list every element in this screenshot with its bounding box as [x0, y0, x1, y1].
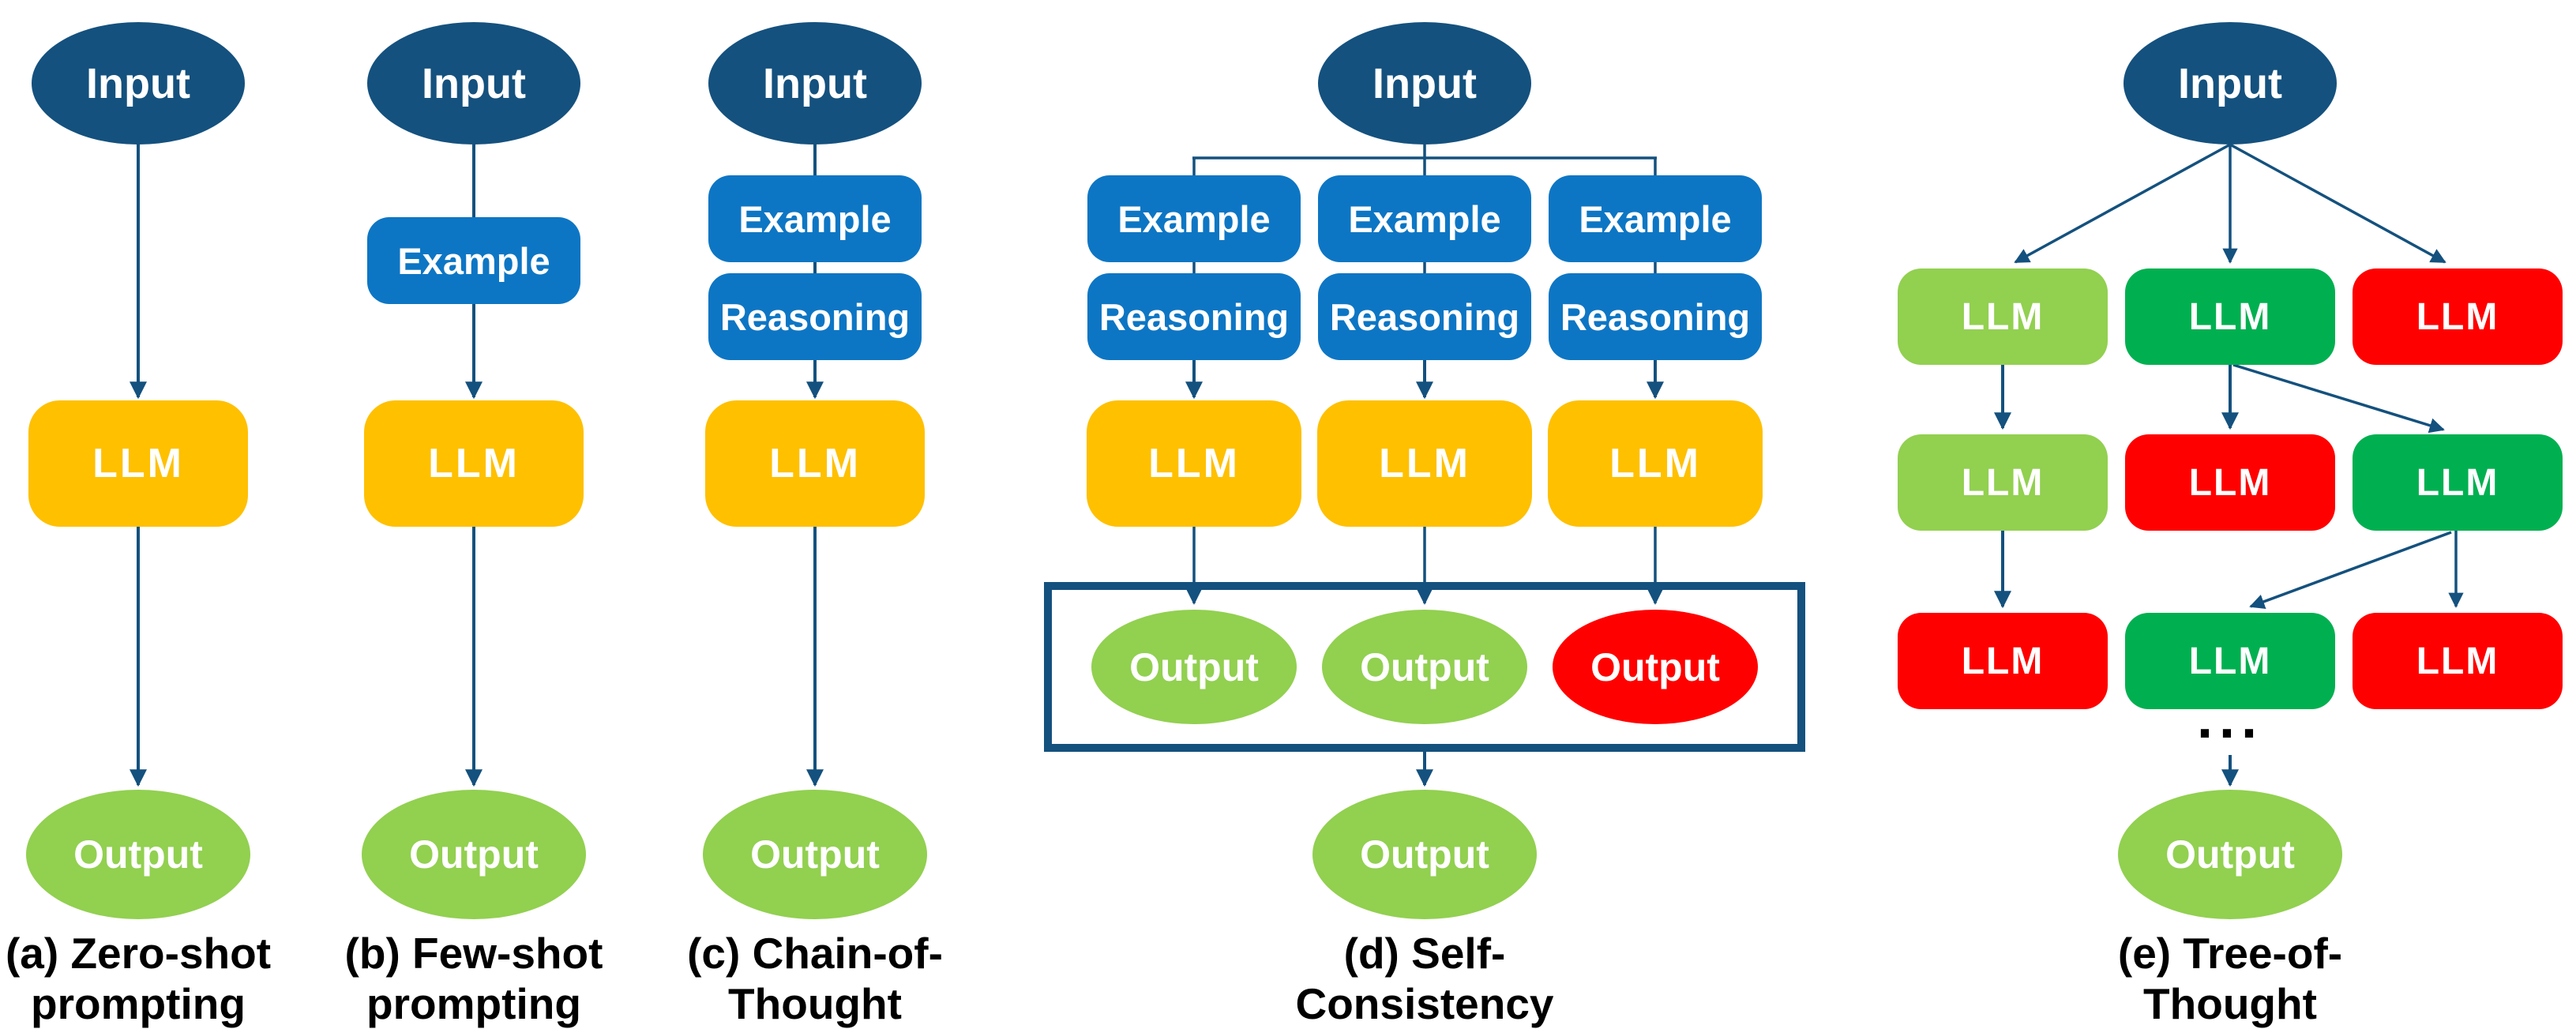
caption-b-line2: prompting: [366, 979, 581, 1028]
edge-e-r2c3-r3c2: [2249, 531, 2452, 610]
ellipsis-dots: ...: [2196, 687, 2263, 750]
llm-box-e-r1c3: LLM: [2353, 269, 2563, 365]
edge-e-r1c2-r2c3: [2232, 363, 2445, 434]
reasoning-box-d-1: Reasoning: [1087, 273, 1301, 360]
llm-box-e-r2c3: LLM: [2353, 434, 2563, 531]
caption-c-line1: (c) Chain-of-: [687, 929, 943, 978]
output-ellipse-d-3: Output: [1553, 610, 1758, 724]
example-box-d-1: Example: [1087, 175, 1301, 262]
input-ellipse-a: Input: [32, 22, 245, 145]
caption-e-line1: (e) Tree-of-: [2117, 929, 2343, 978]
llm-box-c: LLM: [705, 400, 925, 527]
output-ellipse-d-1: Output: [1091, 610, 1297, 724]
caption-c-line2: Thought: [728, 979, 902, 1028]
llm-box-d-3: LLM: [1548, 400, 1763, 527]
caption-b-line1: (b) Few-shot: [344, 929, 603, 978]
caption-c: (c) Chain-of- Thought: [625, 928, 1004, 1029]
edge-e-input-llm3: [2229, 143, 2446, 264]
reasoning-box-d-2: Reasoning: [1318, 273, 1531, 360]
caption-a-line1: (a) Zero-shot: [5, 929, 272, 978]
llm-box-e-r2c1: LLM: [1898, 434, 2108, 531]
example-box-d-3: Example: [1549, 175, 1762, 262]
caption-e: (e) Tree-of- Thought: [2033, 928, 2428, 1029]
output-ellipse-e: Output: [2118, 790, 2342, 919]
caption-d-line1: (d) Self-: [1343, 929, 1506, 978]
llm-box-e-r3c2: LLM: [2125, 613, 2335, 709]
llm-box-e-r1c1: LLM: [1898, 269, 2108, 365]
llm-box-d-2: LLM: [1317, 400, 1532, 527]
input-ellipse-d: Input: [1318, 22, 1531, 145]
llm-box-a: LLM: [28, 400, 248, 527]
caption-d-line2: Consistency: [1295, 979, 1554, 1028]
llm-box-e-r3c3: LLM: [2353, 613, 2563, 709]
input-ellipse-e: Input: [2124, 22, 2337, 145]
llm-box-e-r1c2: LLM: [2125, 269, 2335, 365]
example-box-b: Example: [367, 217, 580, 304]
caption-a: (a) Zero-shot prompting: [0, 928, 328, 1029]
reasoning-box-d-3: Reasoning: [1549, 273, 1762, 360]
final-output-ellipse-d: Output: [1312, 790, 1537, 919]
consistency-border-box: [1044, 582, 1805, 752]
input-ellipse-b: Input: [367, 22, 580, 145]
output-ellipse-b: Output: [362, 790, 586, 919]
output-ellipse-a: Output: [26, 790, 250, 919]
caption-a-line2: prompting: [31, 979, 246, 1028]
llm-box-b: LLM: [364, 400, 584, 527]
llm-box-e-r3c1: LLM: [1898, 613, 2108, 709]
llm-box-e-r2c2: LLM: [2125, 434, 2335, 531]
output-ellipse-c: Output: [703, 790, 927, 919]
example-box-d-2: Example: [1318, 175, 1531, 262]
caption-e-line2: Thought: [2143, 979, 2317, 1028]
example-box-c: Example: [708, 175, 922, 262]
reasoning-box-c: Reasoning: [708, 273, 922, 360]
llm-box-d-1: LLM: [1087, 400, 1301, 527]
caption-b: (b) Few-shot prompting: [284, 928, 663, 1029]
caption-d: (d) Self- Consistency: [1227, 928, 1622, 1029]
input-ellipse-c: Input: [708, 22, 922, 145]
output-ellipse-d-2: Output: [1322, 610, 1527, 724]
edge-e-input-llm1: [2014, 143, 2231, 264]
